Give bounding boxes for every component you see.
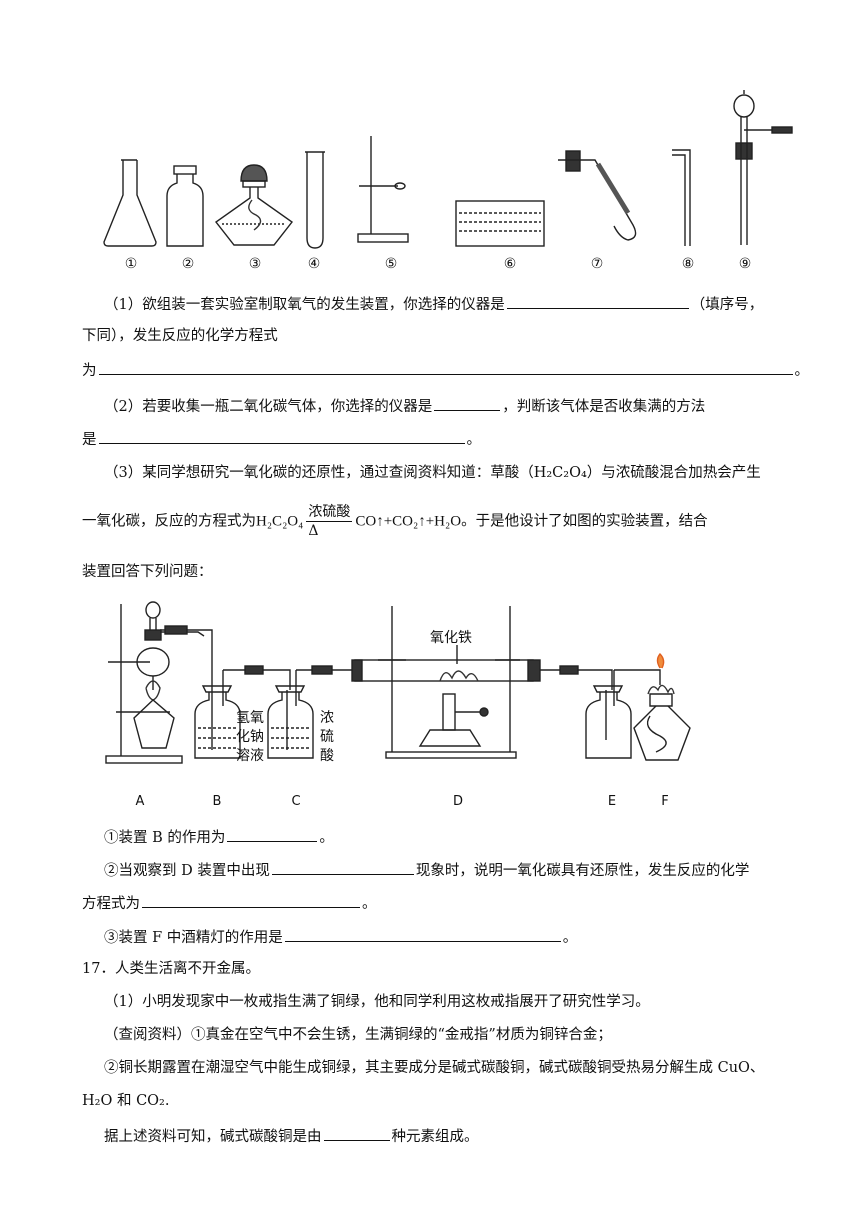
q2-line-2: 是。 bbox=[82, 428, 481, 450]
iron-stand-icon bbox=[357, 136, 409, 243]
q2-blank-method bbox=[98, 428, 465, 444]
acid-label-3: 酸 bbox=[320, 748, 334, 764]
apparatus-d bbox=[351, 606, 541, 759]
acid-label-2: 硫 bbox=[320, 729, 334, 745]
q2-blank-instruments bbox=[434, 395, 501, 411]
q17-title: 17．人类生活离不开金属。 bbox=[82, 961, 260, 977]
alcohol-lamp-icon bbox=[214, 164, 294, 246]
instrument-label-7: ⑦ bbox=[590, 256, 604, 272]
water-trough-icon bbox=[455, 200, 545, 247]
q1-line-1: （1）欲组装一套实验室制取氧气的发生装置，你选择的仪器是（填序号， bbox=[104, 293, 763, 315]
bent-tube-icon bbox=[558, 150, 637, 241]
apparatus-label-f: F bbox=[661, 794, 669, 809]
apparatus-a bbox=[105, 601, 205, 764]
q3-line-1: （3）某同学想研究一氧化碳的还原性，通过查阅资料知道：草酸（H₂C₂O₄）与浓硫… bbox=[104, 465, 761, 481]
sub2-blank-equation bbox=[142, 892, 360, 908]
sub3-line: ③装置 F 中酒精灯的作用是。 bbox=[104, 926, 577, 948]
gas-bottle-icon bbox=[166, 165, 204, 247]
acid-label-1: 浓 bbox=[320, 710, 334, 726]
instrument-label-2: ② bbox=[181, 256, 195, 272]
apparatus-b bbox=[194, 670, 241, 759]
apparatus-label-a: A bbox=[135, 794, 145, 809]
q17-p2: （查阅资料）①真金在空气中不会生锈，生满铜绿的“金戒指”材质为铜锌合金； bbox=[104, 1027, 612, 1043]
apparatus-label-b: B bbox=[212, 794, 222, 809]
erlenmeyer-flask-icon bbox=[103, 159, 157, 247]
sub2-line-2: 方程式为。 bbox=[82, 892, 377, 914]
sub3-blank bbox=[284, 926, 561, 942]
q2-line-1: （2）若要收集一瓶二氧化碳气体，你选择的仪器是，判断该气体是否收集满的方法 bbox=[104, 395, 705, 417]
q17-p3: ②铜长期露置在潮湿空气中能生成铜绿，其主要成分是碱式碳酸铜，碱式碳酸铜受热易分解… bbox=[104, 1060, 765, 1076]
q1-blank-equation bbox=[98, 359, 793, 375]
equation-reactant: H₂C₂O₄ bbox=[256, 513, 304, 530]
instrument-label-4: ④ bbox=[307, 256, 321, 272]
naoh-label-1: 氢氧 bbox=[236, 710, 264, 726]
equation-products: CO↑+CO₂↑+H₂O bbox=[355, 513, 462, 530]
sub1-line: ①装置 B 的作用为。 bbox=[104, 826, 334, 848]
q1-blank-instruments bbox=[506, 293, 689, 309]
sub2-blank-phenomenon bbox=[271, 859, 414, 875]
right-angle-tube-icon bbox=[672, 149, 691, 246]
q1-line-3: 为。 bbox=[82, 359, 809, 381]
test-tube-icon bbox=[305, 151, 325, 249]
iron-oxide-label: 氧化铁 bbox=[430, 630, 472, 646]
sub2-line-1: ②当观察到 D 装置中出现现象时，说明一氧化碳具有还原性，发生反应的化学 bbox=[104, 859, 749, 881]
q17-blank-elements bbox=[323, 1125, 390, 1141]
sub1-blank bbox=[227, 826, 318, 842]
apparatus-e bbox=[585, 670, 632, 759]
q17-p5: 据上述资料可知，碱式碳酸铜是由种元素组成。 bbox=[104, 1125, 479, 1147]
separatory-funnel-icon bbox=[733, 90, 793, 245]
apparatus-c bbox=[267, 670, 314, 759]
instrument-label-9: ⑨ bbox=[738, 256, 752, 272]
instrument-label-3: ③ bbox=[248, 256, 262, 272]
q1-line-2: 下同），发生反应的化学方程式 bbox=[82, 328, 278, 344]
instrument-label-8: ⑧ bbox=[681, 256, 695, 272]
naoh-label-2: 化钠 bbox=[236, 729, 264, 745]
instrument-label-5: ⑤ bbox=[384, 256, 398, 272]
naoh-label-3: 溶液 bbox=[236, 748, 264, 764]
apparatus-f bbox=[633, 652, 691, 761]
apparatus-label-e: E bbox=[607, 794, 617, 809]
q3-line-3: 装置回答下列问题： bbox=[82, 564, 213, 580]
instrument-label-1: ① bbox=[124, 256, 138, 272]
apparatus-label-c: C bbox=[291, 794, 301, 809]
q17-p4: H₂O 和 CO₂. bbox=[82, 1093, 170, 1109]
q17-p1: （1）小明发现家中一枚戒指生满了铜绿，他和同学利用这枚戒指展开了研究性学习。 bbox=[104, 994, 650, 1010]
instrument-label-6: ⑥ bbox=[503, 256, 517, 272]
apparatus-label-d: D bbox=[452, 794, 463, 809]
